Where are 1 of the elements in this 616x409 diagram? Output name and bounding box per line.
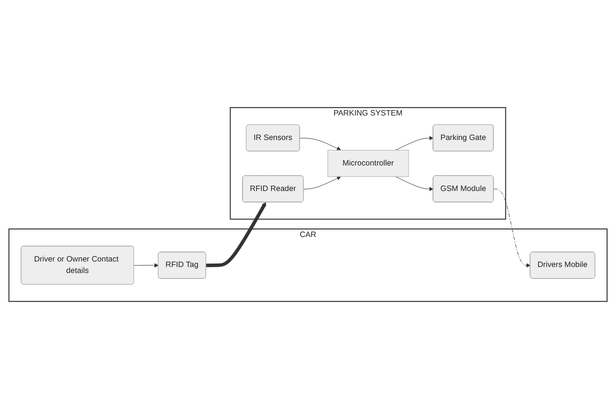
arrow [206,202,266,268]
